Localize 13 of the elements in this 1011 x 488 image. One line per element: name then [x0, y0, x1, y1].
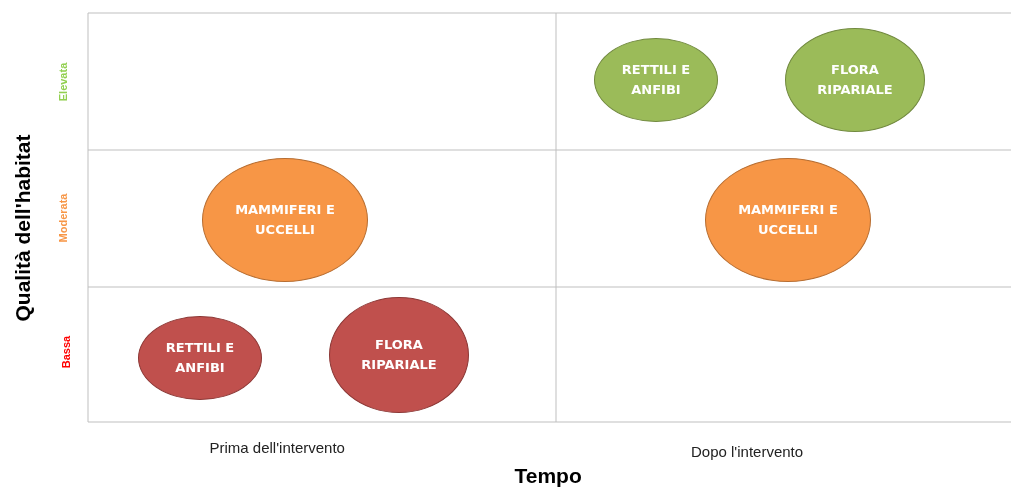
- level-label: Elevata: [56, 62, 69, 102]
- category-label: MAMMIFERI E UCCELLI: [234, 201, 336, 239]
- level-label: Moderata: [56, 193, 69, 243]
- level-label: Bassa: [60, 335, 73, 369]
- category-label: FLORA RIPARIALE: [816, 61, 894, 99]
- axis-tick-label: Prima dell'intervento: [209, 438, 345, 456]
- axis-title: Tempo: [514, 464, 582, 488]
- axis-tick-label: Dopo l'intervento: [691, 442, 804, 460]
- category-label: RETTILI E ANFIBI: [620, 61, 692, 99]
- axis-title: Qualità dell'habitat: [10, 134, 34, 322]
- category-label: FLORA RIPARIALE: [360, 336, 438, 374]
- category-label: RETTILI E ANFIBI: [164, 339, 236, 377]
- category-label: MAMMIFERI E UCCELLI: [737, 201, 839, 239]
